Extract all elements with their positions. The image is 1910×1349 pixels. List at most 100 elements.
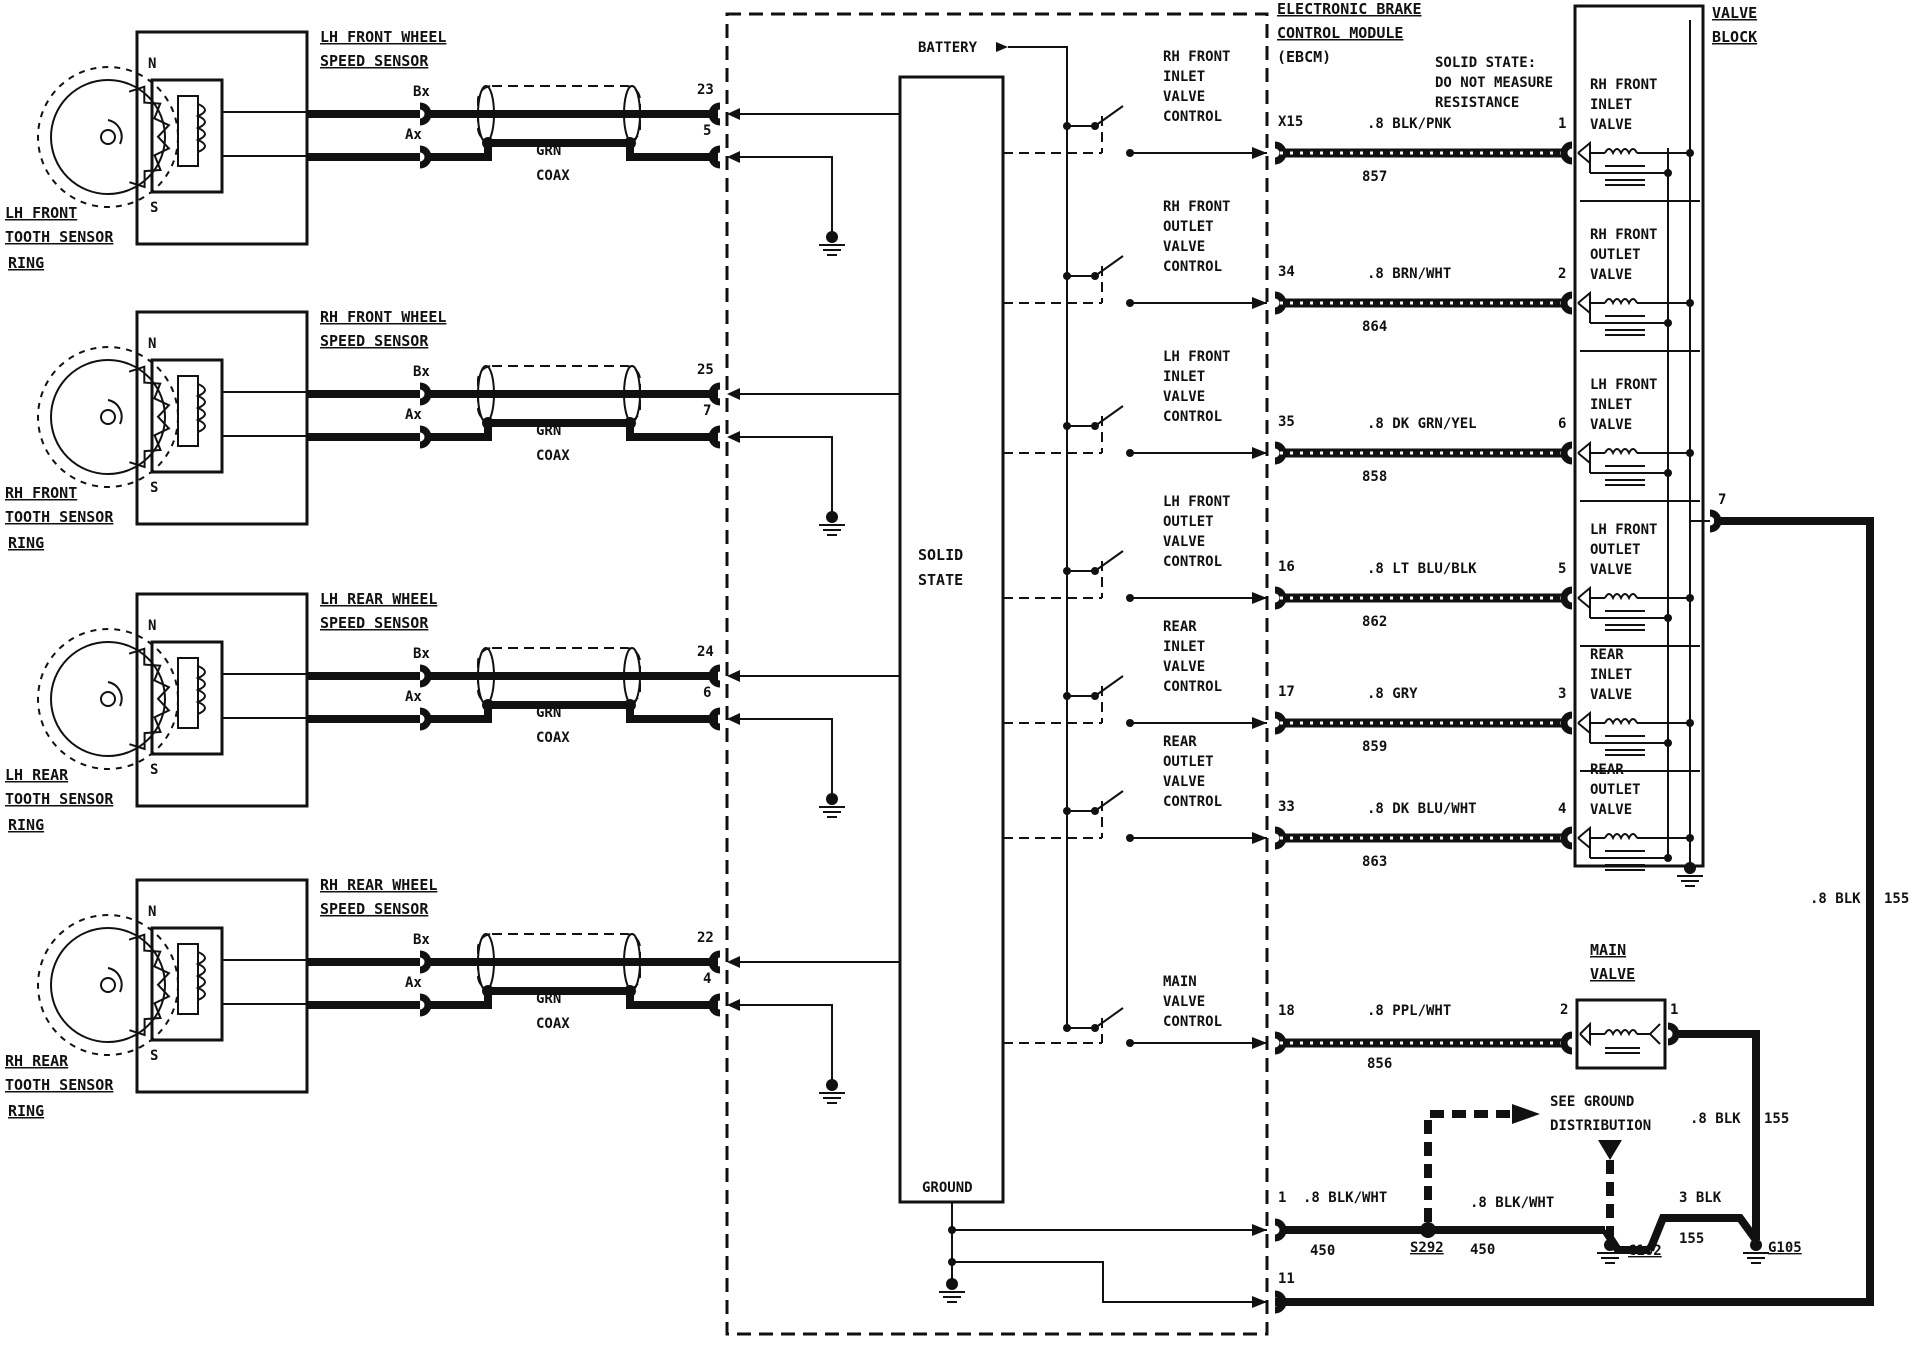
control-label-2: INLET: [1163, 369, 1205, 385]
tooth-ring-icon: [50, 359, 166, 475]
solid-state-label-1: SOLID: [918, 546, 963, 564]
sensor-pin-a: 6: [703, 685, 711, 701]
ebcm-title-1: ELECTRONIC BRAKE: [1277, 0, 1422, 18]
coax-label-2: COAX: [536, 168, 570, 184]
main-valve-ground-wire-label: .8 BLK: [1690, 1111, 1741, 1127]
valve-block-ground-pin: 7: [1718, 492, 1726, 508]
main-valve-wire-label: .8 PPL/WHT: [1367, 1003, 1451, 1019]
ground-circuit-left: 450: [1310, 1243, 1335, 1259]
sensor-title-2: SPEED SENSOR: [320, 332, 429, 350]
see-ground-arrow-icon: [1512, 1104, 1540, 1124]
main-valve-title-2: VALVE: [1590, 965, 1635, 983]
tooth-ring-icon: [50, 79, 166, 195]
control-label-3: VALVE: [1163, 534, 1205, 550]
main-valve-ground-wire: [1674, 1030, 1760, 1240]
sensor-pole-n: N: [148, 904, 156, 920]
control-label-3: VALVE: [1163, 659, 1205, 675]
solid-state-block: [898, 75, 1005, 1204]
ground-g105-label: G105: [1768, 1240, 1802, 1256]
main-valve-ground-circuit: 155: [1764, 1111, 1789, 1127]
valve-coil-icon: [1577, 825, 1694, 871]
control-label-4: CONTROL: [1163, 109, 1222, 125]
tooth-ring-icon: [50, 641, 166, 757]
sensor-coil-icon: [195, 665, 206, 715]
control-label-2: INLET: [1163, 69, 1205, 85]
valve-wire-label: .8 GRY: [1367, 686, 1418, 702]
sensor-ax-label: Ax: [405, 127, 422, 143]
valve-label-1: REAR: [1590, 762, 1624, 778]
main-valve-control-1: MAIN: [1163, 974, 1197, 990]
ground-distribution-branch: [1424, 1110, 1512, 1222]
sensor-title-2: SPEED SENSOR: [320, 614, 429, 632]
valve-label-1: REAR: [1590, 647, 1624, 663]
sensor-pin-a: 4: [703, 971, 711, 987]
sensor-bx-label: Bx: [413, 646, 430, 662]
control-label-3: VALVE: [1163, 89, 1205, 105]
valve-wire-label: .8 BRN/WHT: [1367, 266, 1451, 282]
valve-label-1: LH FRONT: [1590, 377, 1657, 393]
valve-block-pin: 5: [1558, 561, 1566, 577]
valve-wire-circuit: 857: [1362, 169, 1387, 185]
valve-wire-circuit: 863: [1362, 854, 1387, 870]
sensor-bx-label: Bx: [413, 364, 430, 380]
sensor-pole-s: S: [150, 762, 158, 778]
battery-label: BATTERY: [918, 40, 978, 56]
valve-wire-label: .8 DK GRN/YEL: [1367, 416, 1477, 432]
sensor-magnet: [177, 375, 199, 447]
control-label-1: RH FRONT: [1163, 199, 1230, 215]
valve-wire-circuit: 858: [1362, 469, 1387, 485]
sensor-magnet: [177, 943, 199, 1015]
ground-pin-11: 11: [1278, 1271, 1295, 1287]
solid-state-label-2: STATE: [918, 571, 963, 589]
valve-label-1: RH FRONT: [1590, 77, 1657, 93]
control-pin: 17: [1278, 684, 1295, 700]
solid-state-note-1: SOLID STATE:: [1435, 55, 1536, 71]
ebcm-title-2: CONTROL MODULE: [1277, 24, 1403, 42]
valve-block-title-2: BLOCK: [1712, 28, 1757, 46]
valve-label-1: LH FRONT: [1590, 522, 1657, 538]
sensor-ax-label: Ax: [405, 689, 422, 705]
valve-label-3: VALVE: [1590, 117, 1632, 133]
solid-state-note-2: DO NOT MEASURE: [1435, 75, 1553, 91]
sensor-pole-s: S: [150, 480, 158, 496]
valve-block-ground-icon: [1677, 860, 1703, 887]
control-pin: X15: [1278, 114, 1303, 130]
main-valve-title-1: MAIN: [1590, 941, 1626, 959]
ring-label-2: TOOTH SENSOR: [5, 1076, 114, 1094]
coax-label-1: GRN: [536, 991, 561, 1007]
control-pin: 16: [1278, 559, 1295, 575]
control-label-4: CONTROL: [1163, 554, 1222, 570]
sensor-housing: [135, 592, 309, 808]
valve-coil-icon: [1577, 290, 1694, 336]
valve-label-3: VALVE: [1590, 267, 1632, 283]
main-valve-pin: 18: [1278, 1003, 1295, 1019]
see-ground-1: SEE GROUND: [1550, 1094, 1634, 1110]
valve-label-2: INLET: [1590, 667, 1632, 683]
control-label-1: REAR: [1163, 734, 1197, 750]
sensor-title-2: SPEED SENSOR: [320, 52, 429, 70]
sensor-pin-b: 25: [697, 362, 714, 378]
valve-wire-circuit: 864: [1362, 319, 1387, 335]
sensor-magnet: [177, 657, 199, 729]
valve-label-2: INLET: [1590, 397, 1632, 413]
ground-circuit-155a: 155: [1679, 1231, 1704, 1247]
sensor-pole-s: S: [150, 1048, 158, 1064]
battery-arrow-icon: [996, 42, 1008, 52]
sensor-coil-icon: [195, 103, 206, 153]
valve-block-pin: 3: [1558, 686, 1566, 702]
valve-wire-circuit: 859: [1362, 739, 1387, 755]
valve-block-outline: [1573, 4, 1705, 868]
control-label-2: OUTLET: [1163, 514, 1214, 530]
battery-bus: [1008, 46, 1068, 1028]
rotation-arrow-icon: [107, 967, 123, 993]
valve-label-2: OUTLET: [1590, 542, 1641, 558]
ebcm-outline: [725, 12, 1269, 1336]
relay-switch-icon: [1094, 790, 1124, 812]
tooth-ring-teeth: [128, 365, 171, 469]
sensor-pin-b: 23: [697, 82, 714, 98]
